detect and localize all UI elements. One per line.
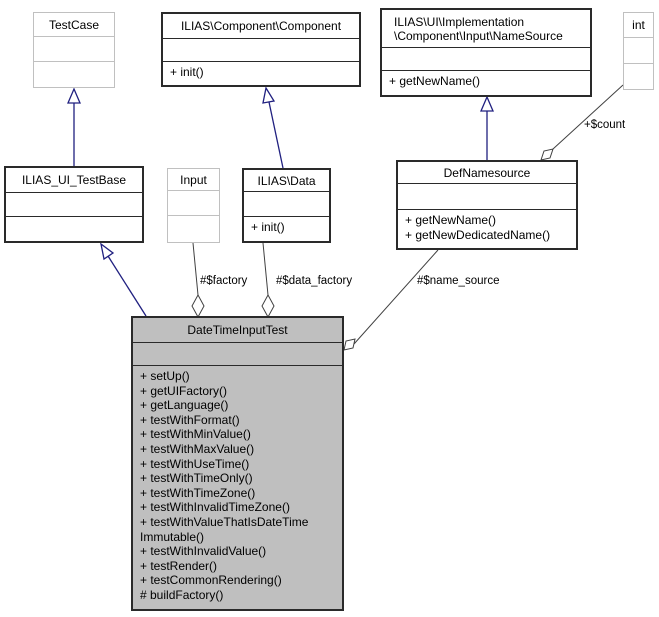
class-attributes <box>382 48 590 71</box>
edge-label-count: +$count <box>584 119 626 131</box>
inheritance-arrow-namesource <box>480 95 494 112</box>
class-attributes <box>624 38 653 64</box>
inheritance-edge-test-testbase <box>107 255 147 317</box>
class-attributes <box>34 37 114 62</box>
class-attributes <box>244 192 329 217</box>
class-title: DateTimeInputTest <box>133 318 342 343</box>
aggregation-diamond-factory <box>191 293 205 319</box>
class-box-testbase[interactable]: ILIAS_UI_TestBase <box>4 166 144 243</box>
aggregation-edge-data-factory <box>262 242 269 296</box>
class-attributes <box>398 184 576 210</box>
aggregation-edge-name-source <box>353 249 439 345</box>
class-title[interactable]: DefNamesource <box>398 162 576 184</box>
edge-label-factory: #$factory <box>200 275 248 287</box>
class-title: TestCase <box>34 13 114 37</box>
class-title[interactable]: ILIAS\Data <box>244 170 329 192</box>
aggregation-diamond-data-factory <box>261 293 275 319</box>
class-methods: + getNewName() + getNewDedicatedName() <box>405 213 551 242</box>
class-attributes <box>163 39 359 62</box>
aggregation-diamond-name-source <box>343 338 356 351</box>
class-methods <box>6 217 142 241</box>
class-title[interactable]: ILIAS_UI_TestBase <box>6 168 142 193</box>
class-box-namesource[interactable]: ILIAS\UI\Implementation \Component\Input… <box>380 8 592 97</box>
class-attributes <box>168 191 219 216</box>
class-box-datetimeinputtest: DateTimeInputTest + setUp() + getUIFacto… <box>131 316 344 611</box>
inheritance-arrow-testcase <box>67 87 81 104</box>
class-box-component[interactable]: ILIAS\Component\Component + init() <box>161 12 361 87</box>
class-title: int <box>624 13 653 38</box>
class-title[interactable]: ILIAS\Component\Component <box>163 14 359 39</box>
class-box-int: int <box>623 12 654 90</box>
class-box-testcase: TestCase <box>33 12 115 88</box>
class-methods <box>624 64 653 89</box>
class-methods: + init() <box>170 65 204 79</box>
class-title[interactable]: ILIAS\UI\Implementation \Component\Input… <box>382 10 590 48</box>
inheritance-arrow-component <box>262 86 276 104</box>
class-methods: + setUp() + getUIFactory() + getLanguage… <box>140 369 309 602</box>
class-box-input: Input <box>167 168 220 243</box>
class-attributes <box>133 343 342 366</box>
aggregation-edge-factory <box>192 242 199 296</box>
class-box-data[interactable]: ILIAS\Data + init() <box>242 168 331 243</box>
edge-label-name-source: #$name_source <box>417 275 500 287</box>
class-box-defnamesource[interactable]: DefNamesource + getNewName() + getNewDed… <box>396 160 578 250</box>
aggregation-diamond-count <box>540 148 554 161</box>
inheritance-edge-data-component <box>268 101 284 169</box>
class-methods: + init() <box>251 220 285 234</box>
class-methods <box>34 62 114 87</box>
class-methods: + getNewName() <box>389 74 481 88</box>
class-methods <box>168 216 219 242</box>
inheritance-arrow-testbase <box>100 242 115 261</box>
class-attributes <box>6 193 142 217</box>
class-title: Input <box>168 169 219 191</box>
edge-label-data-factory: #$data_factory <box>276 275 353 287</box>
